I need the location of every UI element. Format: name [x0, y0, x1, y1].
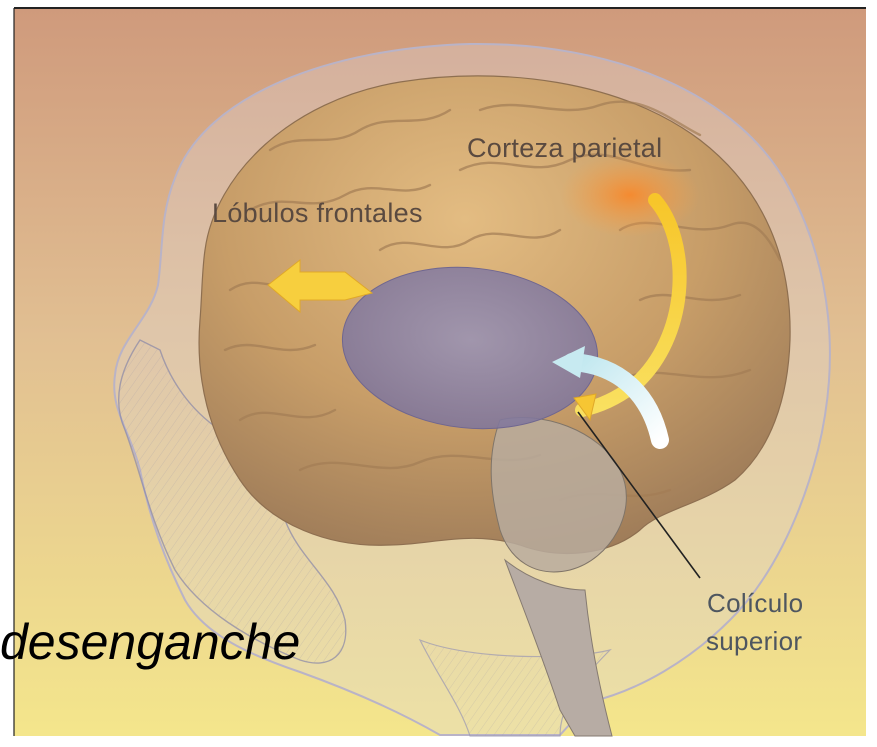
label-coliculo-line1: Colículo — [707, 588, 803, 619]
parietal-highlight — [560, 153, 700, 237]
label-coliculo-line2: superior — [706, 626, 802, 657]
caption-desenganche: desenganche — [0, 613, 300, 671]
label-lobulos-frontales: Lóbulos frontales — [212, 198, 423, 229]
label-corteza-parietal: Corteza parietal — [467, 133, 662, 164]
